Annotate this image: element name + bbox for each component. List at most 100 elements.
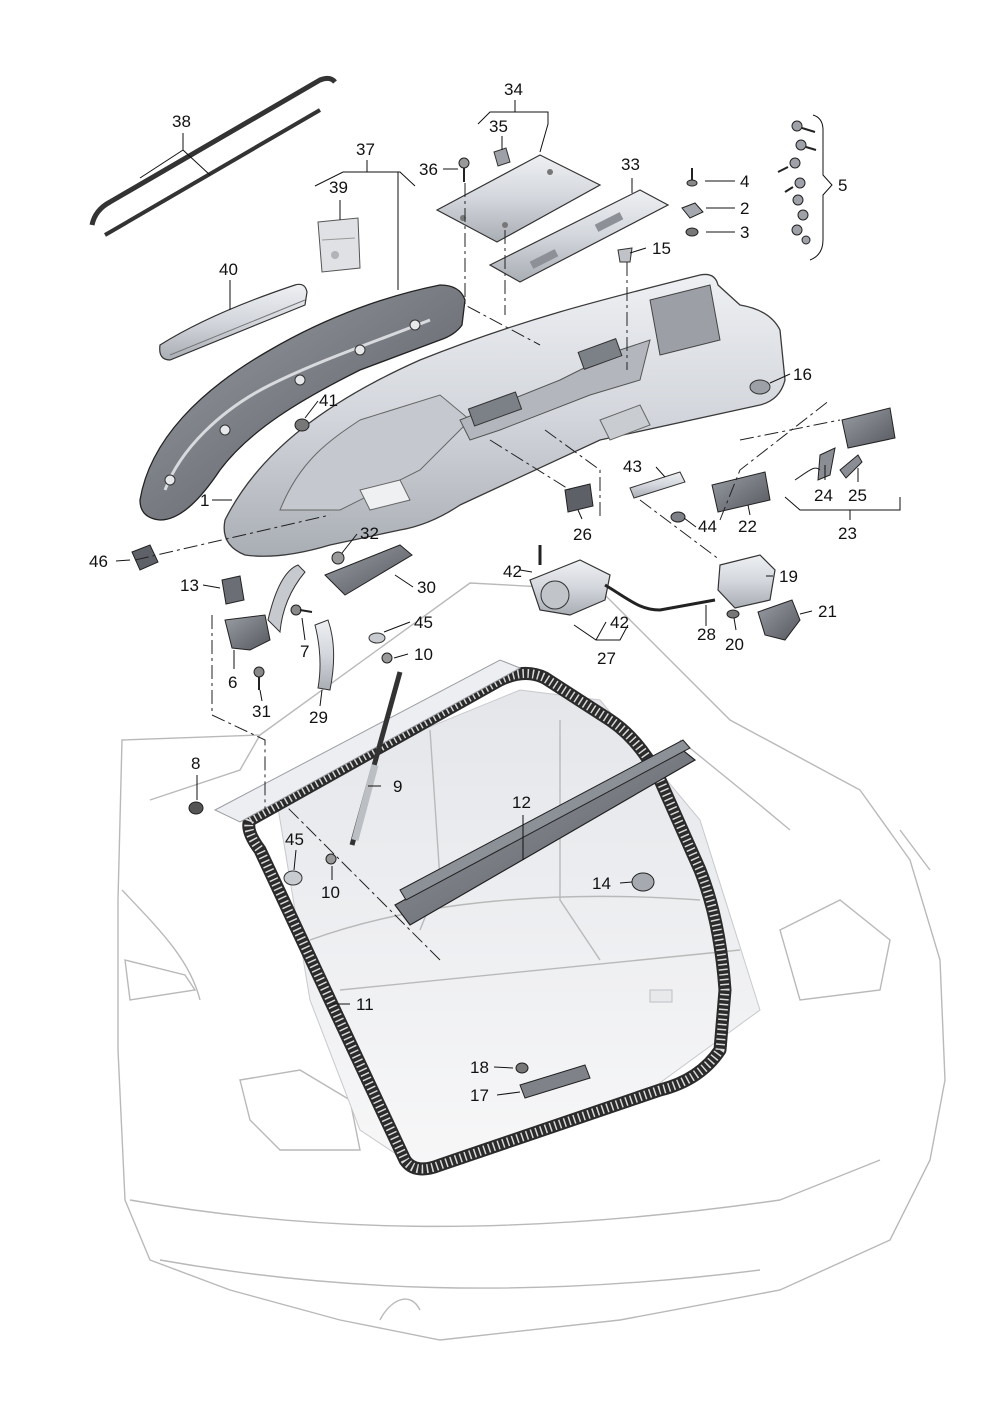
closing-motor-27: [529, 545, 611, 616]
car-body-outline: [117, 582, 946, 1341]
callout-25: 25: [848, 486, 867, 505]
callout-20: 20: [725, 635, 744, 654]
callout-9: 9: [393, 777, 402, 796]
bolt-7: [290, 604, 313, 616]
tailgate-inner-panel-1: [223, 273, 786, 557]
callout-39: 39: [329, 178, 348, 197]
washer-4: [686, 168, 698, 187]
rear-body-panel: [213, 659, 522, 823]
nut-32: [331, 551, 345, 565]
callout-43: 43: [623, 457, 642, 476]
cable-28: [604, 583, 716, 612]
callout-19: 19: [779, 567, 798, 586]
callout-28: 28: [697, 625, 716, 644]
callout-22: 22: [738, 517, 757, 536]
bracket-arm: [267, 564, 306, 634]
cover-plate-34: [435, 154, 602, 243]
nut-44: [670, 511, 686, 523]
spoiler-trim-40: [159, 283, 308, 361]
callout-38: 38: [172, 112, 191, 131]
nut-2: [681, 202, 704, 219]
callout-32: 32: [360, 524, 379, 543]
callout-34: 34: [504, 80, 523, 99]
callout-12: 12: [512, 793, 531, 812]
washer-45-bottom: [283, 870, 303, 886]
callout-27: 27: [597, 649, 616, 668]
assembly-lines: [134, 183, 841, 961]
callout-26: 26: [573, 525, 592, 544]
trim-plate-33: [488, 189, 670, 283]
callout-31: 31: [252, 702, 271, 721]
callout-10-top: 10: [414, 645, 433, 664]
callout-29: 29: [309, 708, 328, 727]
cap-16: [749, 379, 771, 395]
striker-17: [519, 1064, 591, 1099]
callout-4: 4: [740, 172, 749, 191]
callout-8: 8: [191, 754, 200, 773]
screw-36: [458, 157, 470, 182]
gas-strut-9: [349, 671, 403, 846]
switch-23-parts: [794, 407, 896, 481]
callout-35: 35: [489, 117, 508, 136]
callout-17: 17: [470, 1086, 489, 1105]
callout-14: 14: [592, 874, 611, 893]
callout-15: 15: [652, 239, 671, 258]
callout-37: 37: [356, 140, 375, 159]
callout-11: 11: [356, 995, 374, 1014]
callout-40: 40: [219, 260, 238, 279]
trunk-seal-11: [242, 667, 732, 1176]
washer-45-top: [368, 632, 386, 644]
lock-19: [717, 554, 776, 609]
callout-7: 7: [300, 642, 309, 661]
grommet-8: [188, 801, 204, 815]
callout-30: 30: [417, 578, 436, 597]
callout-24: 24: [814, 486, 833, 505]
callout-45-top: 45: [414, 613, 433, 632]
callout-18: 18: [470, 1058, 489, 1077]
nut-18: [515, 1062, 529, 1074]
callout-36: 36: [419, 160, 438, 179]
callout-21: 21: [818, 602, 837, 621]
callout-10-bottom: 10: [321, 883, 340, 902]
nut-20: [726, 609, 740, 619]
ball-stud-10-top: [381, 652, 393, 664]
fastener-bag-39: [317, 217, 361, 273]
roof-moulding-38: [89, 75, 337, 237]
callout-41: 41: [319, 391, 338, 410]
button-26: [564, 483, 594, 513]
handle-22: [711, 471, 771, 513]
clip-35: [493, 147, 511, 167]
striker-21: [757, 599, 801, 641]
spindle-drive-30: [324, 544, 413, 596]
ball-stud-10-bottom: [325, 853, 337, 865]
sill-trim-12: [394, 739, 697, 926]
callout-1: 1: [200, 491, 209, 510]
callout-2: 2: [740, 199, 749, 218]
callout-33: 33: [621, 155, 640, 174]
callout-42-lower: 42: [610, 613, 629, 632]
callout-5: 5: [838, 176, 847, 195]
grommet-3: [685, 227, 699, 237]
grommet-15: [617, 247, 633, 263]
callout-45-bottom: 45: [285, 830, 304, 849]
bolt-31: [253, 666, 265, 690]
tailgate-trim-37: [139, 284, 466, 521]
nut-41: [294, 418, 310, 432]
screw-set-5: [777, 120, 817, 245]
callout-44: 44: [698, 517, 717, 536]
bracket-43: [629, 471, 686, 499]
hinge-6: [224, 614, 271, 651]
callout-23: 23: [838, 524, 857, 543]
callout-46: 46: [89, 552, 108, 571]
callout-42-upper: 42: [503, 562, 522, 581]
buffer-14: [631, 872, 655, 892]
bracket-29: [314, 619, 335, 691]
callout-6: 6: [228, 673, 237, 692]
callout-13: 13: [180, 576, 199, 595]
callout-16: 16: [793, 365, 812, 384]
leader-lines: [115, 100, 901, 1096]
callout-3: 3: [740, 223, 749, 242]
callout-labels: 1 2 3 4 5 6 7 8 9 10 10 11 12 13 14 15 1…: [89, 80, 867, 1105]
buffer-13: [221, 575, 245, 605]
